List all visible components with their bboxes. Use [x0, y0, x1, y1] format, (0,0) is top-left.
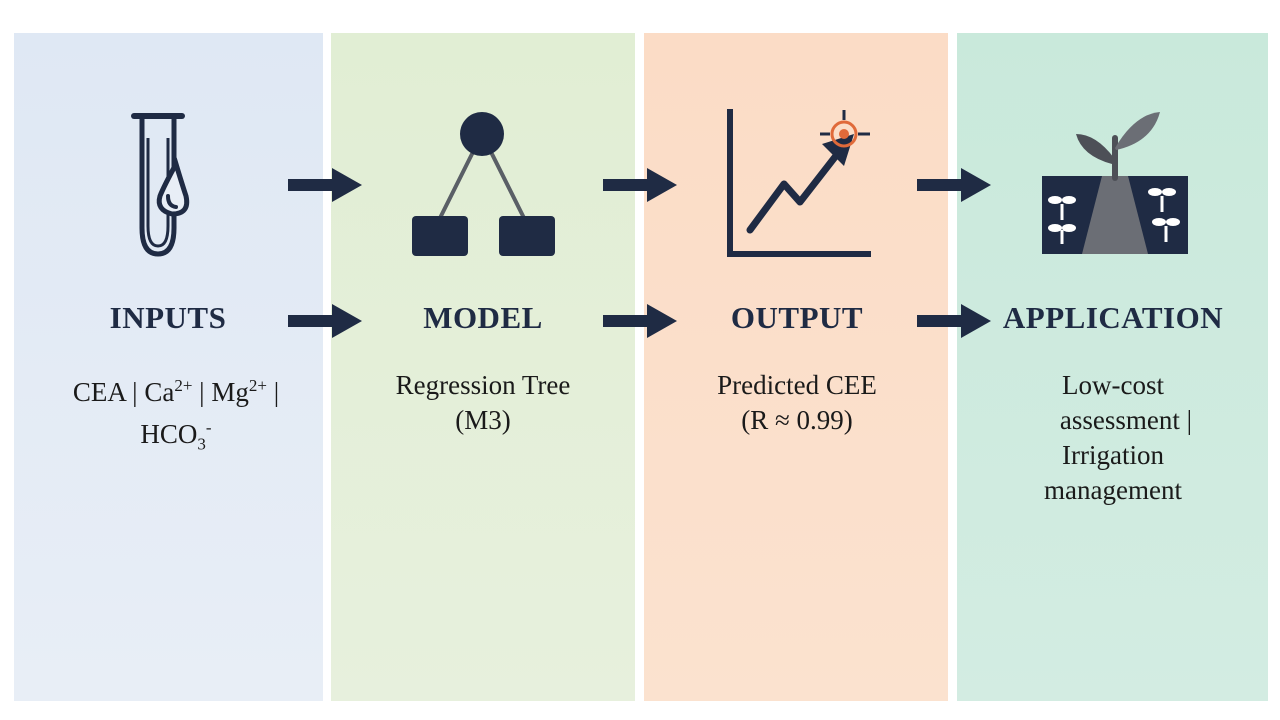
arrow-inputs-to-model-lower-icon — [288, 304, 362, 338]
arrow-model-to-output-upper-icon — [603, 168, 677, 202]
model-description: Regression Tree (M3) — [333, 368, 633, 438]
arrow-output-to-application-lower-icon — [917, 304, 991, 338]
application-desc-line2: assessment | — [1059, 405, 1193, 435]
application-heading: APPLICATION — [1002, 300, 1224, 335]
output-desc-line2: (R ≈ 0.99) — [741, 405, 853, 435]
arrow-model-to-output-lower-icon — [603, 304, 677, 338]
inputs-description: CEA | Ca2+ | Mg2+ | HCO3- — [26, 368, 326, 461]
application-description: Low-cost assessment | Irrigation managem… — [963, 368, 1263, 508]
application-desc-line1: Low-cost — [1062, 370, 1164, 400]
inputs-heading: INPUTS — [109, 300, 227, 335]
model-heading: MODEL — [423, 300, 543, 335]
output-desc-line1: Predicted CEE — [717, 370, 877, 400]
arrow-inputs-to-model-upper-icon — [288, 168, 362, 202]
rising-chart-target-icon — [727, 109, 871, 257]
tree-diagram-icon — [412, 112, 555, 256]
output-description: Predicted CEE (R ≈ 0.99) — [647, 368, 947, 438]
model-desc-line2: (M3) — [455, 405, 511, 435]
arrow-output-to-application-upper-icon — [917, 168, 991, 202]
test-tube-drop-icon — [131, 113, 190, 257]
model-desc-line1: Regression Tree — [395, 370, 571, 400]
output-heading: OUTPUT — [730, 300, 864, 335]
output-panel — [644, 33, 948, 701]
application-desc-line4: management — [1044, 475, 1182, 505]
field-sprout-icon — [1042, 112, 1188, 254]
inputs-desc-line2: HCO3- — [140, 418, 212, 454]
inputs-desc-line1: CEA | Ca2+ | Mg2+ | — [72, 376, 280, 407]
application-desc-line3: Irrigation — [1062, 440, 1164, 470]
